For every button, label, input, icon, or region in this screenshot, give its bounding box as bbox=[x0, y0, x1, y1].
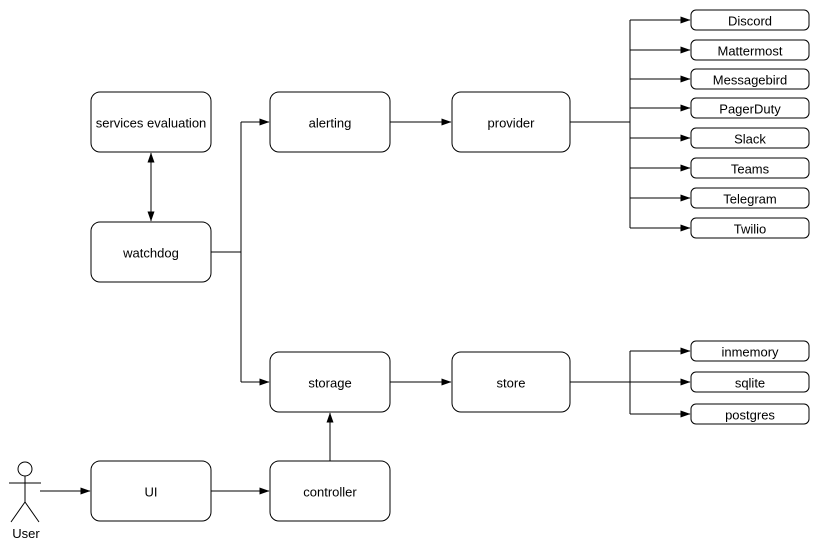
edge-provider-fanout-trunk bbox=[570, 20, 631, 228]
leaf-store-postgres: postgres bbox=[690, 403, 810, 425]
leaf-provider-pagerduty-label: PagerDuty bbox=[719, 102, 781, 117]
node-controller: controller bbox=[269, 460, 391, 522]
node-storage-box bbox=[269, 351, 391, 413]
leaf-provider-telegram: Telegram bbox=[690, 187, 810, 209]
edge-store-fanout-trunk bbox=[570, 351, 631, 414]
node-alerting-label: alerting bbox=[309, 116, 352, 131]
leaf-provider-teams: Teams bbox=[690, 157, 810, 179]
leaf-provider-telegram-box bbox=[690, 187, 810, 209]
node-ui-label: UI bbox=[145, 485, 158, 500]
node-store: store bbox=[451, 351, 571, 413]
node-services-evaluation: services evaluation bbox=[90, 91, 212, 153]
leaf-provider-slack-box bbox=[690, 127, 810, 149]
leaf-provider-slack: Slack bbox=[690, 127, 810, 149]
leaf-store-inmemory-box bbox=[690, 340, 810, 362]
actor-user-label: User bbox=[12, 526, 40, 541]
node-services-evaluation-box bbox=[90, 91, 212, 153]
node-watchdog: watchdog bbox=[90, 221, 212, 283]
node-provider: provider bbox=[451, 91, 571, 153]
actor-user: User bbox=[9, 461, 41, 541]
leaf-provider-discord-label: Discord bbox=[728, 14, 772, 29]
node-controller-label: controller bbox=[303, 485, 357, 500]
node-services-evaluation-label: services evaluation bbox=[96, 116, 207, 131]
node-provider-label: provider bbox=[488, 116, 536, 131]
leaf-provider-mattermost-label: Mattermost bbox=[717, 44, 782, 59]
node-watchdog-box bbox=[90, 221, 212, 283]
node-storage: storage bbox=[269, 351, 391, 413]
leaf-provider-messagebird: Messagebird bbox=[690, 68, 810, 90]
leaf-provider-pagerduty-box bbox=[690, 97, 810, 119]
leaf-provider-twilio: Twilio bbox=[690, 217, 810, 239]
leaf-provider-teams-box bbox=[690, 157, 810, 179]
node-store-box bbox=[451, 351, 571, 413]
leaf-store-postgres-box bbox=[690, 403, 810, 425]
node-provider-box bbox=[451, 91, 571, 153]
node-ui-box bbox=[90, 460, 212, 522]
leaf-store-sqlite: sqlite bbox=[690, 371, 810, 393]
node-ui: UI bbox=[90, 460, 212, 522]
leaf-store-postgres-label: postgres bbox=[725, 408, 775, 423]
leaf-provider-slack-label: Slack bbox=[734, 132, 766, 147]
leaf-store-sqlite-box bbox=[690, 371, 810, 393]
actor-head-icon bbox=[17, 461, 33, 477]
leaf-store-inmemory-label: inmemory bbox=[721, 345, 779, 360]
leaf-store-sqlite-label: sqlite bbox=[735, 376, 765, 391]
node-controller-box bbox=[269, 460, 391, 522]
node-watchdog-label: watchdog bbox=[122, 246, 179, 261]
leaf-provider-teams-label: Teams bbox=[731, 162, 770, 177]
leaf-provider-twilio-label: Twilio bbox=[734, 222, 767, 237]
node-store-label: store bbox=[497, 376, 526, 391]
actor-legs-icon bbox=[10, 501, 40, 523]
leaf-provider-discord: Discord bbox=[690, 9, 810, 31]
leaf-provider-mattermost-box bbox=[690, 39, 810, 61]
leaf-provider-twilio-box bbox=[690, 217, 810, 239]
node-storage-label: storage bbox=[308, 376, 351, 391]
node-alerting: alerting bbox=[269, 91, 391, 153]
leaf-provider-telegram-label: Telegram bbox=[723, 192, 776, 207]
leaf-provider-pagerduty: PagerDuty bbox=[690, 97, 810, 119]
leaf-store-inmemory: inmemory bbox=[690, 340, 810, 362]
leaf-provider-messagebird-box bbox=[690, 68, 810, 90]
edge-watchdog-branch-trunk bbox=[211, 122, 242, 382]
node-alerting-box bbox=[269, 91, 391, 153]
leaf-provider-messagebird-label: Messagebird bbox=[713, 73, 787, 88]
leaf-provider-discord-box bbox=[690, 9, 810, 31]
leaf-provider-mattermost: Mattermost bbox=[690, 39, 810, 61]
